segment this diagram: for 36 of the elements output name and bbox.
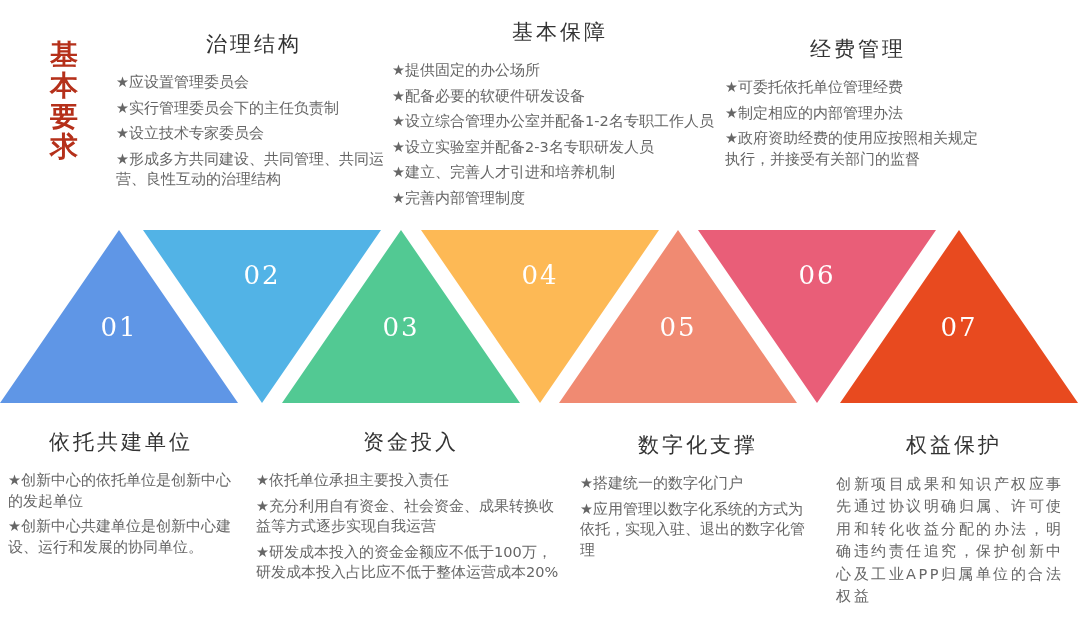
section-heading: 权益保护 xyxy=(904,432,1003,459)
bullet-text: ★搭建统一的数字化门户 xyxy=(580,474,744,493)
bullet-text: ★创新中心的依托单位是创新中心的发起单位 xyxy=(8,471,232,511)
section-heading: 资金投入 xyxy=(362,429,460,456)
bullet-text: ★提供固定的办公场所 xyxy=(392,61,541,80)
section-heading: 治理结构 xyxy=(204,31,303,58)
step-number: 06 xyxy=(798,260,836,290)
bullet-text: ★依托单位承担主要投入责任 xyxy=(256,471,450,490)
step-number: 04 xyxy=(521,260,559,290)
step-number: 07 xyxy=(940,312,978,342)
bullet-text: ★应设置管理委员会 xyxy=(116,73,250,92)
bullet-text: ★可委托依托单位管理经费 xyxy=(725,78,904,97)
bullet-text: ★创新中心共建单位是创新中心建设、运行和发展的协同单位。 xyxy=(8,517,232,557)
bullet-text: ★制定相应的内部管理办法 xyxy=(725,103,904,123)
step-number: 02 xyxy=(243,260,281,290)
bullet-text: ★设立技术专家委员会 xyxy=(116,124,265,144)
step-number: 01 xyxy=(100,312,138,342)
bullet-text: ★配备必要的软硬件研发设备 xyxy=(392,86,586,106)
section-heading: 依托共建单位 xyxy=(47,429,194,456)
title: 基本要求 xyxy=(50,40,78,164)
section-heading: 经费管理 xyxy=(808,36,907,63)
bullet-text: 创新项目成果和知识产权应事先通过协议明确归属、许可使用和转化收益分配的办法，明确违约责任追究，保护创新中心及工业APP归属单位的合法权益 xyxy=(836,475,1065,607)
bullet-text: ★充分利用自有资金、社会资金、成果转换收益等方式逐步实现自我运营 xyxy=(256,496,555,537)
bullet-text: ★实行管理委员会下的主任负责制 xyxy=(116,98,340,118)
bullet-text: ★应用管理以数字化系统的方式为依托，实现入驻、退出的数字化管理 xyxy=(580,499,806,560)
bullet-text: ★研发成本投入的资金金额应不低于100万，研发成本投入占比应不低于整体运营成本20% xyxy=(256,542,560,583)
section-heading: 基本保障 xyxy=(511,19,609,46)
step-number: 03 xyxy=(382,312,420,342)
bullet-text: ★政府资助经费的使用应按照相关规定执行，并接受有关部门的监督 xyxy=(725,129,979,169)
step-number: 05 xyxy=(659,312,697,342)
section-heading: 数字化支撑 xyxy=(636,432,759,459)
bullet-text: ★形成多方共同建设、共同管理、共同运营、良性互动的治理结构 xyxy=(116,149,385,190)
bullet-text: ★建立、完善人才引进和培养机制 xyxy=(392,163,616,183)
bullet-text: ★设立综合管理办公室并配备1-2名专职工作人员 xyxy=(392,112,715,132)
bullet-text: ★完善内部管理制度 xyxy=(392,188,526,208)
bullet-text: ★设立实验室并配备2-3名专职研发人员 xyxy=(392,137,655,157)
